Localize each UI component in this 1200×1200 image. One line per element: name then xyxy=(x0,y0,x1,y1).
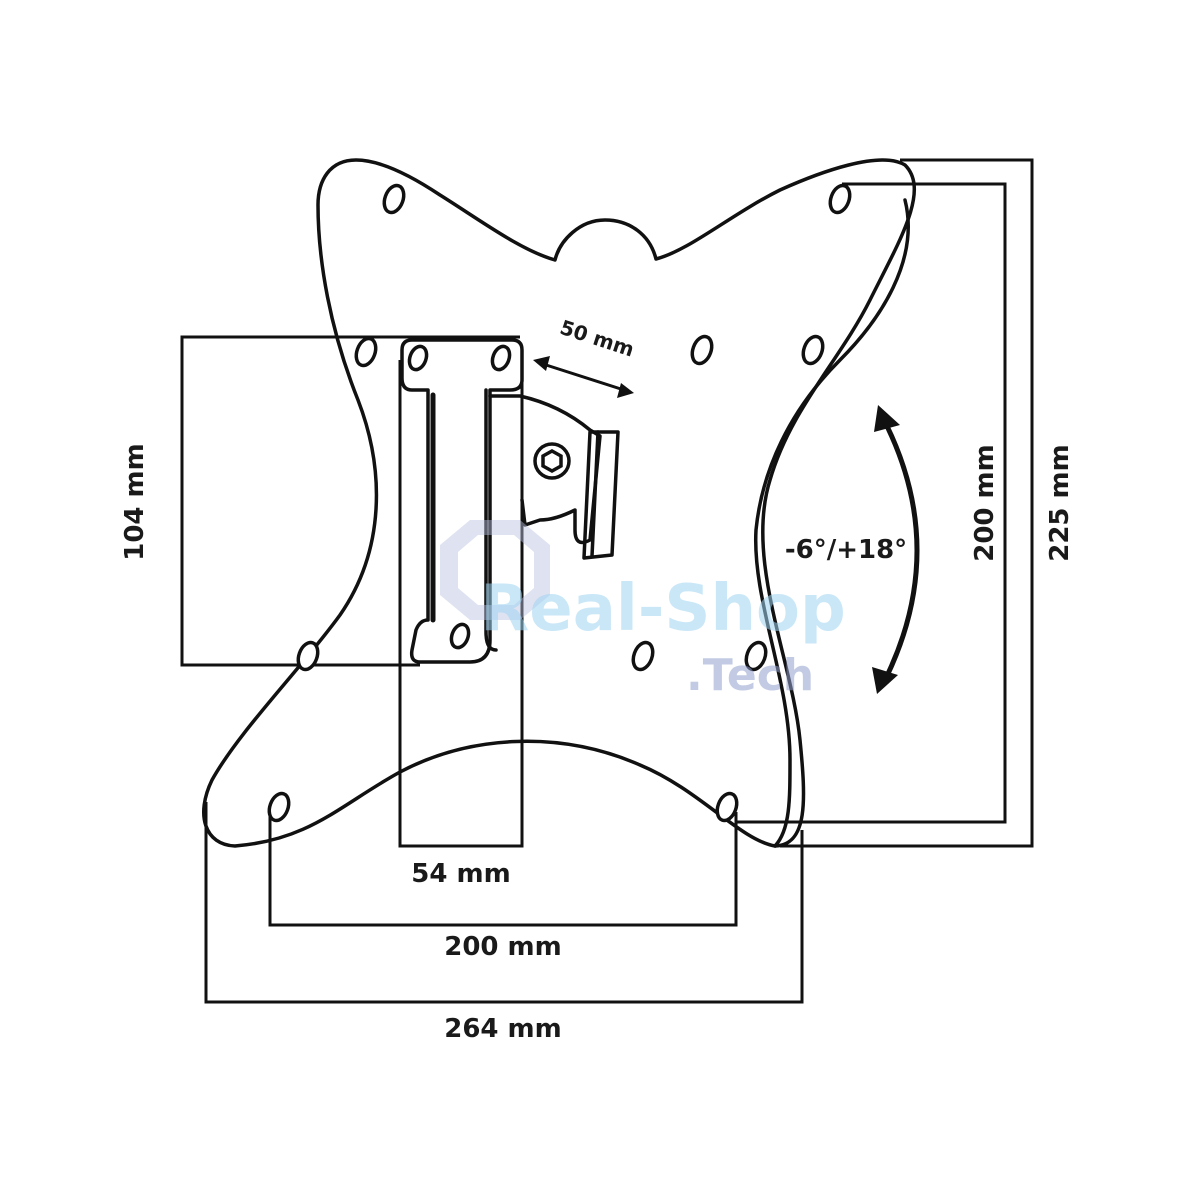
mounting-hole xyxy=(267,791,291,823)
mounting-hole xyxy=(631,640,655,672)
tilt-arrow-head-top xyxy=(874,405,900,432)
plate-edge-right xyxy=(753,198,910,848)
adapter-plate-outline xyxy=(400,338,524,664)
bracket-arm xyxy=(488,394,602,545)
mounting-hole xyxy=(382,183,406,215)
mounting-hole xyxy=(354,336,378,368)
mounting-hole xyxy=(407,344,429,372)
adapter-side-flange xyxy=(484,388,498,652)
mounting-hole xyxy=(449,622,471,650)
tilt-arrow-arc xyxy=(881,417,920,685)
tilt-arrow-head-bottom xyxy=(872,667,898,694)
watermark-domain: .Tech xyxy=(686,650,814,701)
bracket-spacing-arrow xyxy=(533,356,634,398)
mounting-hole xyxy=(715,791,739,823)
hole-spacing-vertical-dimension-line xyxy=(736,182,1007,824)
watermark-brand: Real-Shop xyxy=(480,572,846,646)
bracket-clamp-inner xyxy=(590,430,600,558)
plate-width-dimension-line xyxy=(204,802,804,1004)
mounting-hole xyxy=(828,183,852,215)
wall-adapter-plate xyxy=(400,338,524,664)
bracket-clamp xyxy=(582,430,620,560)
mounting-hole xyxy=(490,344,512,372)
mounting-hole xyxy=(690,334,714,366)
mounting-holes xyxy=(267,183,852,823)
adapter-height-label: 104 mm xyxy=(120,443,150,561)
hole-spacing-vertical-label: 200 mm xyxy=(970,444,1000,562)
dimension-labels: 104 mm 54 mm 50 mm 200 mm 264 mm 200 mm … xyxy=(120,315,1075,1044)
arrow-shaft xyxy=(542,362,625,392)
plate-height-dimension-line xyxy=(780,158,1034,848)
bracket-spacing-label: 50 mm xyxy=(557,315,637,361)
adapter-width-dimension-line xyxy=(398,360,524,848)
arrow-head-left xyxy=(533,356,550,371)
adapter-width-label: 54 mm xyxy=(411,859,510,889)
tilt-range-label: -6°/+18° xyxy=(785,535,907,565)
mounting-hole xyxy=(296,640,320,672)
hole-spacing-horizontal-dimension-line xyxy=(268,812,738,927)
tilt-bracket xyxy=(488,394,620,560)
arrow-head-right xyxy=(617,383,634,398)
watermark: Real-Shop .Tech xyxy=(440,520,846,701)
plate-width-label: 264 mm xyxy=(444,1014,562,1044)
tilt-arrow xyxy=(872,405,920,694)
vesa-plate-outline xyxy=(202,158,916,848)
mounting-hole xyxy=(744,640,768,672)
hex-socket-icon xyxy=(541,448,563,474)
hole-spacing-horizontal-label: 200 mm xyxy=(444,932,562,962)
plate-height-label: 225 mm xyxy=(1045,444,1075,562)
mounting-hole xyxy=(801,334,825,366)
